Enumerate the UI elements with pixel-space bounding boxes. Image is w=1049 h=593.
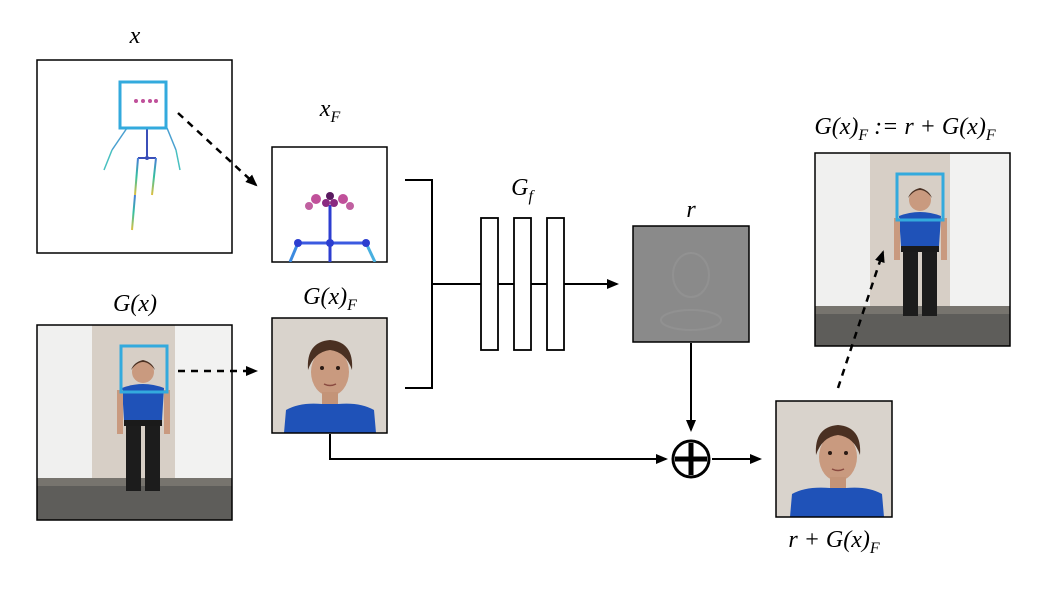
label-r: r [686, 197, 696, 223]
pose-skeleton-icon [103, 80, 181, 231]
person-photo [36, 324, 233, 521]
person-photo-icon [37, 325, 232, 520]
result-face-icon [776, 401, 892, 517]
label-final-result: G(x)F := r + G(x)F [814, 114, 996, 144]
input-bracket [405, 179, 433, 389]
sum-icon [671, 439, 711, 479]
residual-map-icon [632, 225, 750, 343]
residual-texture [660, 252, 722, 331]
label-gf: Gf [511, 175, 533, 205]
network-block-1 [480, 217, 499, 351]
paste-dashed-arrow [836, 250, 885, 389]
skip-connection-arrow [329, 434, 668, 464]
crop-dashed-arrow-top [177, 112, 258, 187]
network-block-2 [513, 217, 532, 351]
label-gx: G(x) [113, 291, 157, 317]
label-sum-result: r + G(x)F [788, 527, 880, 557]
face-pose-image [271, 146, 388, 263]
pose-skeleton-image [36, 59, 233, 254]
label-xf: xF [319, 96, 341, 126]
label-gxf: G(x)F [303, 284, 357, 314]
residual-map [632, 225, 750, 343]
face-photo [271, 317, 388, 434]
face-photo-icon [272, 318, 387, 433]
network-block-3 [546, 217, 565, 351]
face-pose-icon [288, 192, 377, 262]
label-x: x [129, 23, 141, 49]
result-face-photo [775, 400, 893, 518]
final-person-icon [815, 153, 1010, 346]
final-person-photo [814, 152, 1011, 347]
network-gf [480, 217, 565, 351]
